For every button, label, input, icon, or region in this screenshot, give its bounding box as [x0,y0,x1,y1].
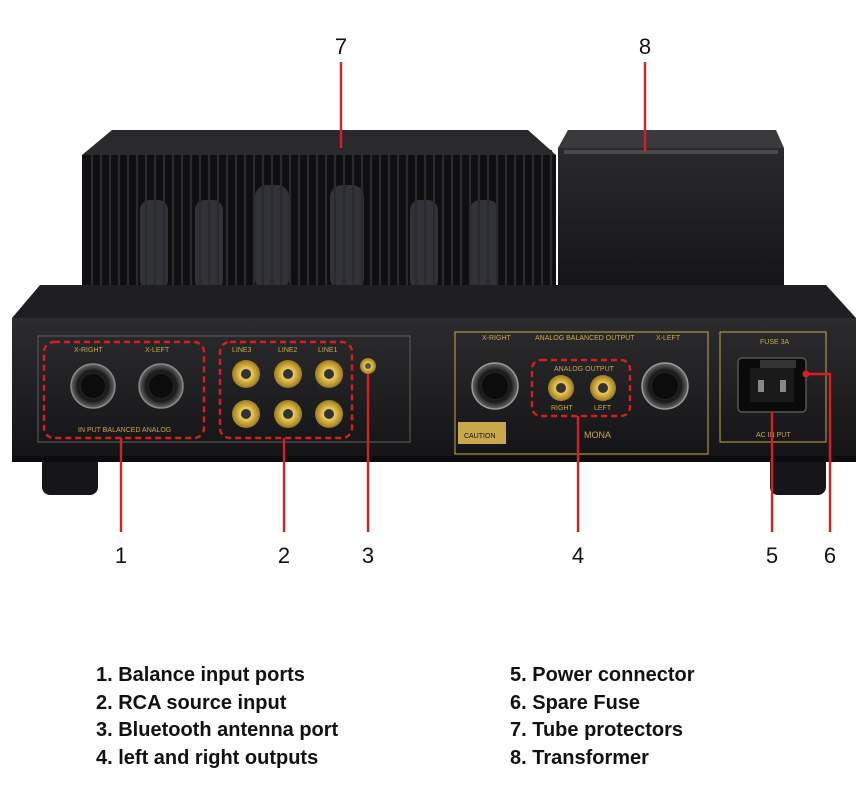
rca-right-label: RIGHT [551,405,574,412]
legend-item: 3. Bluetooth antenna port [96,719,339,741]
callout-4: 4 [571,543,585,568]
legend-right: 5. Power connector 6. Spare Fuse 7. Tube… [510,662,695,772]
ac-input-label: AC IN PUT [756,432,791,439]
line2-label: LINE2 [278,347,298,354]
rca-input-jacks [232,360,343,428]
out-left-label: X-LEFT [656,335,681,342]
fuse-label: FUSE 3A [760,339,790,346]
line1-label: LINE1 [318,347,338,354]
highlight-rca-input [218,340,354,440]
legend-item: 1. Balance input ports [96,664,305,686]
line3-label: LINE3 [232,347,252,354]
legend-item: 8. Transformer [510,746,649,769]
caution-label: CAUTION [464,433,496,440]
tube-cage [82,130,556,312]
output-panel: X-RIGHT ANALOG BALANCED OUTPUT X-LEFT AN… [454,331,709,455]
legend-item: 6. Spare Fuse [510,691,641,714]
highlight-analog-output [530,358,632,418]
callout-5: 5 [765,543,779,568]
callout-7: 7 [334,34,348,59]
foot-left [42,455,98,495]
callout-2: 2 [277,543,291,568]
xlr-in-caption: IN PUT BALANCED ANALOG [78,427,171,434]
callout-8: 8 [638,34,652,59]
legend-item: 4. left and right outputs [96,746,319,769]
callout-3: 3 [361,543,375,568]
out-title-label: ANALOG BALANCED OUTPUT [535,335,635,342]
callout-1: 1 [114,543,128,568]
highlight-balanced-input [42,340,206,440]
chassis [12,285,856,462]
legend-item: 7. Tube protectors [510,719,683,741]
fuse-drawer [760,360,796,368]
rca-left-label: LEFT [594,405,612,412]
callout-6: 6 [823,543,837,568]
input-panel: X-RIGHT X-LEFT IN PUT BALANCED ANALOG LI… [37,335,411,443]
brand-label: MONA [584,430,611,440]
foot-right [770,455,826,495]
highlight-boxes [42,340,632,440]
out-right-label: X-RIGHT [482,335,512,342]
xlr-in-left-label: X-LEFT [145,347,170,354]
legend-left: 1. Balance input ports 2. RCA source inp… [96,662,338,772]
xlr-in-right-label: X-RIGHT [74,347,104,354]
transformer [558,130,784,312]
callout-lines [119,62,832,532]
legend-item: 5. Power connector [510,664,695,686]
analog-output-label: ANALOG OUTPUT [554,366,615,373]
legend-item: 2. RCA source input [96,691,287,714]
